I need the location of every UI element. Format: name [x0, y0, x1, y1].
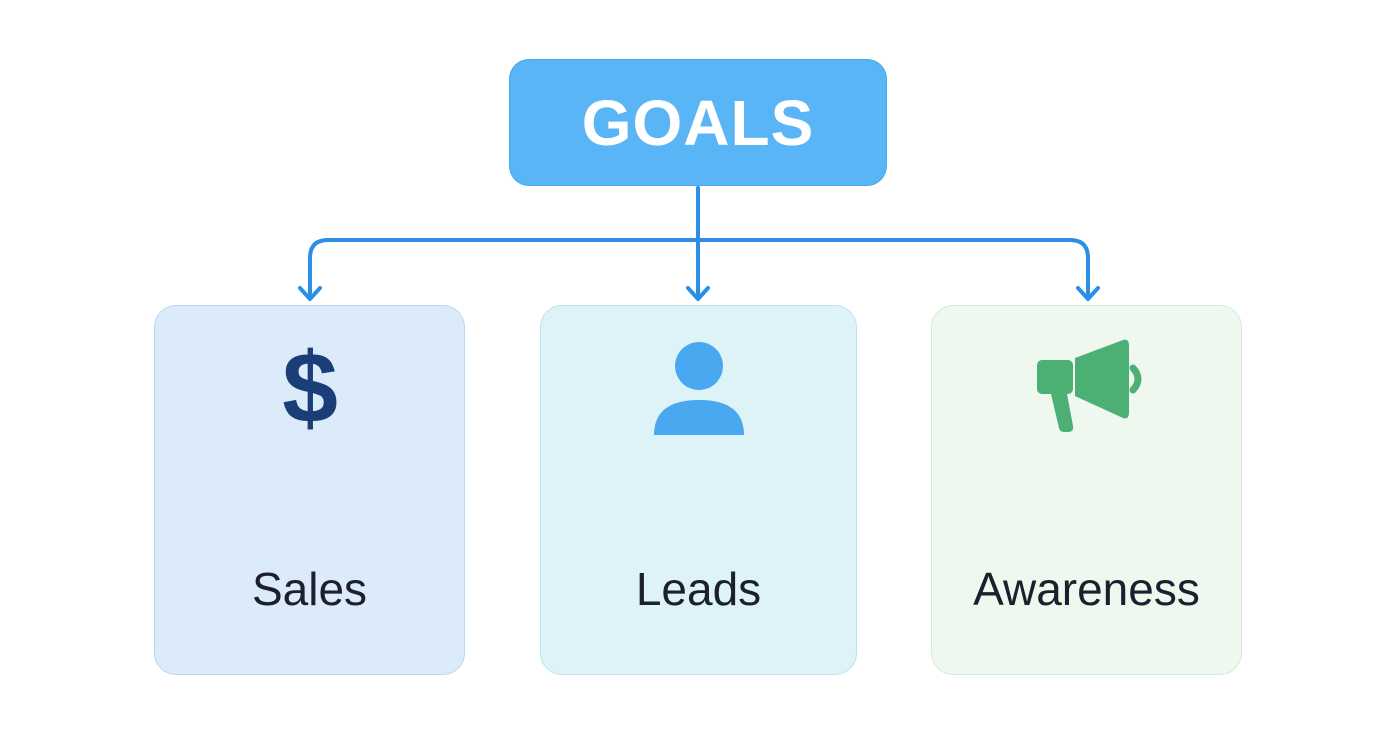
goals-root-node: GOALS	[509, 59, 887, 186]
person-icon	[653, 342, 744, 435]
root-label: GOALS	[581, 86, 815, 159]
branch-line-sales	[308, 238, 700, 300]
sales-card: $ Sales	[154, 305, 465, 675]
arrowhead-awareness	[1076, 286, 1100, 301]
arrowhead-leads	[686, 286, 710, 301]
leads-card: Leads	[540, 305, 857, 675]
awareness-card: Awareness	[931, 305, 1242, 675]
arrowhead-sales	[298, 286, 322, 301]
megaphone-icon	[1036, 339, 1141, 432]
branch-line-awareness	[696, 238, 1090, 300]
leads-label: Leads	[635, 563, 762, 615]
sales-label: Sales	[251, 563, 368, 615]
dollar-sign-icon: $	[282, 334, 338, 444]
svg-text:$: $	[282, 334, 338, 444]
awareness-label: Awareness	[973, 563, 1200, 615]
